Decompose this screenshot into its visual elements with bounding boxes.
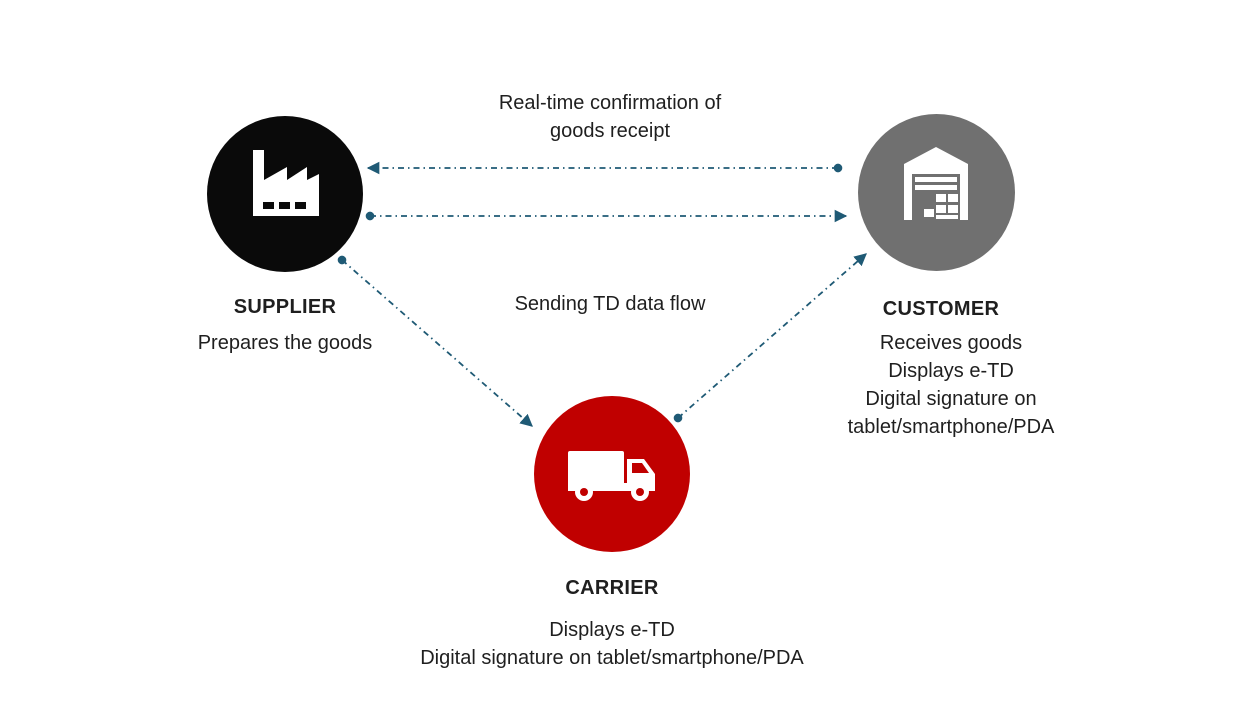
carrier-line-2: Digital signature on tablet/smartphone/P…	[420, 647, 804, 669]
warehouse-icon	[904, 147, 968, 220]
customer-line-3: Digital signature on	[865, 388, 1037, 410]
carrier-customer-connector	[673, 253, 867, 423]
supplier-description: Prepares the goods	[197, 332, 373, 354]
factory-icon	[253, 150, 319, 216]
supplier-title: SUPPLIER	[233, 296, 337, 318]
carrier-node	[534, 396, 690, 552]
carrier-line-1: Displays e-TD	[549, 619, 675, 641]
customer-node	[858, 114, 1015, 271]
customer-line-1: Receives goods	[879, 332, 1023, 354]
confirmation-flow-label: Real-time confirmation of goods receipt	[460, 89, 760, 145]
supplier-node	[207, 116, 363, 272]
confirmation-flow-label-line: Real-time confirmation of	[498, 92, 722, 114]
sending-flow-label: Sending TD data flow	[514, 293, 706, 315]
customer-title: CUSTOMER	[882, 298, 1000, 320]
customer-line-2: Displays e-TD	[888, 360, 1014, 382]
supplier-carrier-connector	[337, 255, 533, 427]
customer-line-4: tablet/smartphone/PDA	[847, 416, 1055, 438]
confirmation-flow-label-line: goods receipt	[549, 120, 671, 142]
truck-icon	[568, 451, 655, 501]
carrier-title: CARRIER	[565, 577, 659, 599]
